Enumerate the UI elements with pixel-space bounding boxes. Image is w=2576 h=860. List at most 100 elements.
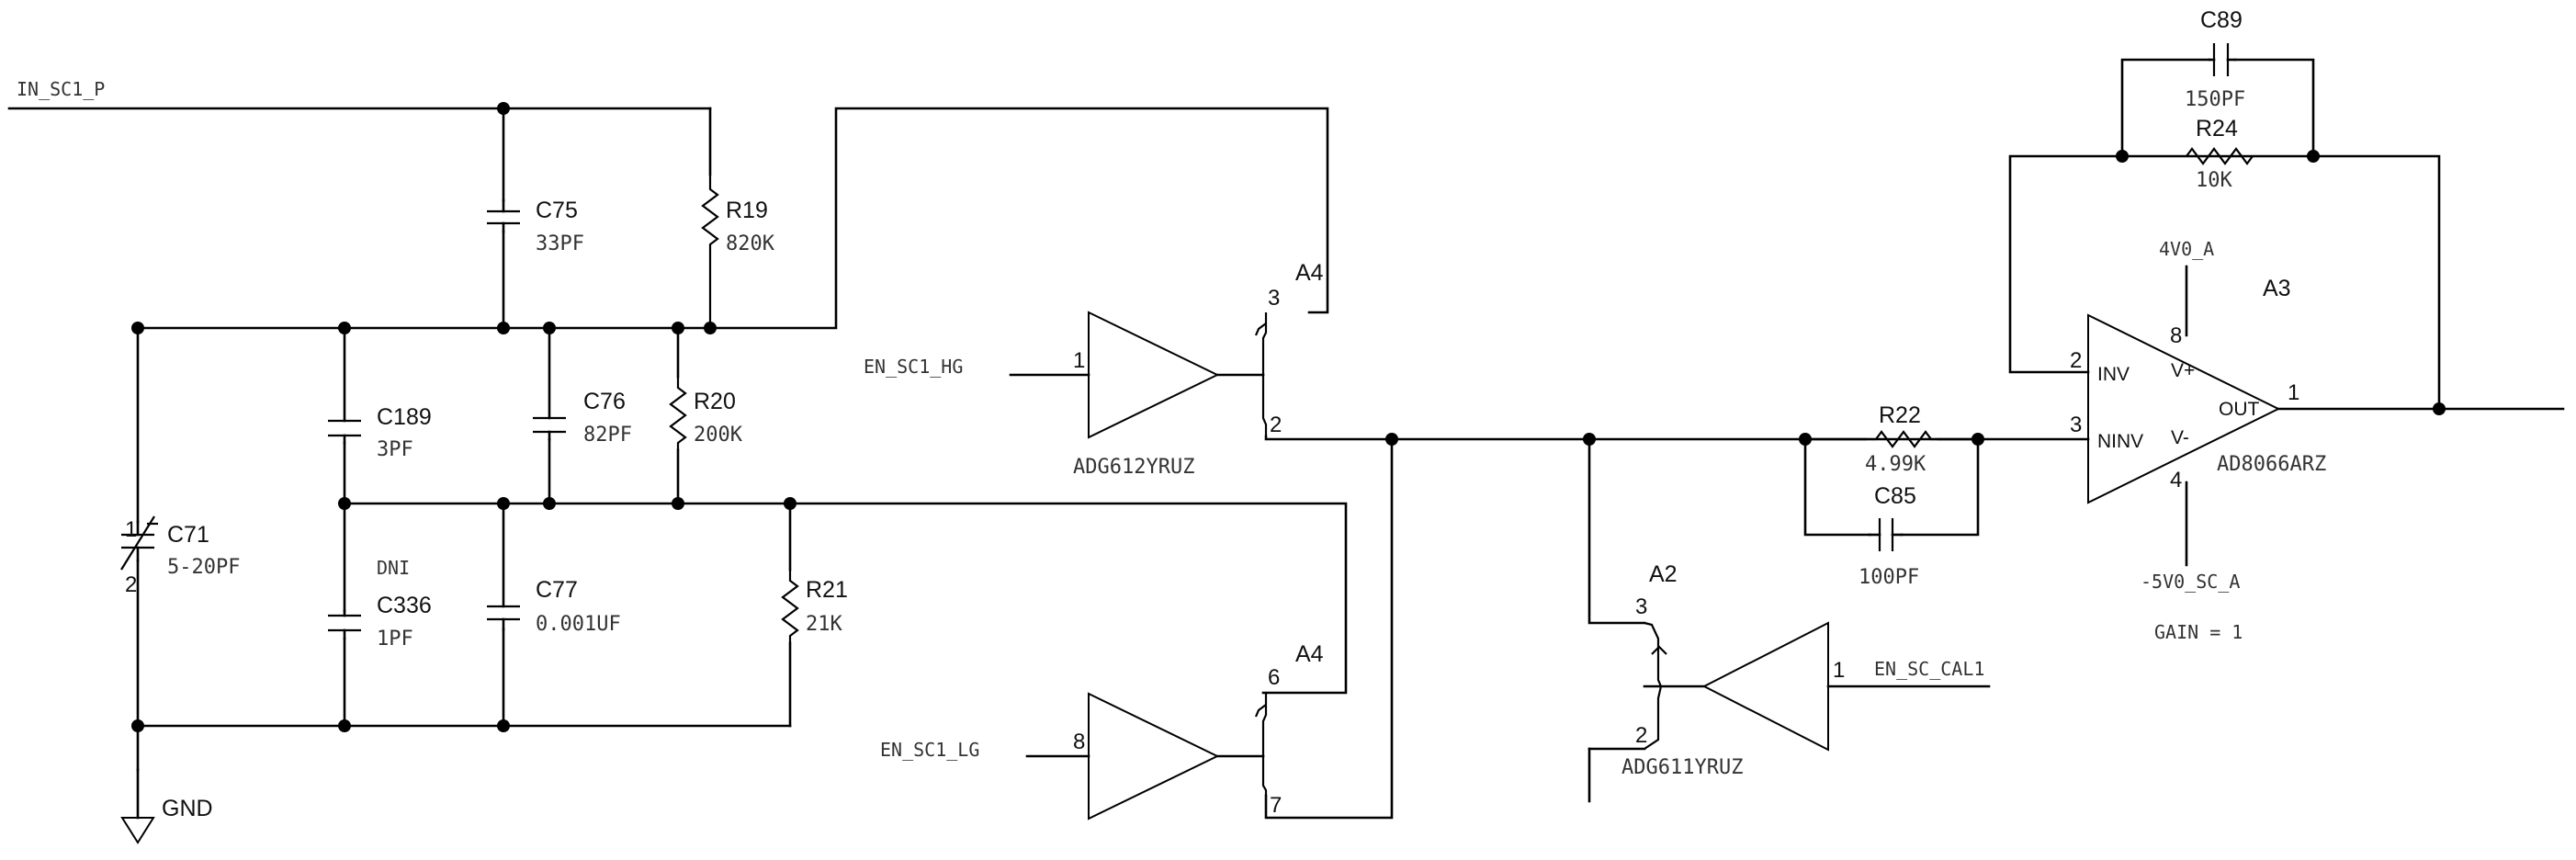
junction-dot <box>131 322 144 334</box>
resistor-r22: R22 4.99K <box>1865 402 1938 476</box>
gnd-label: GND <box>162 796 213 821</box>
junction-dot <box>784 497 797 510</box>
opamp-label-vpos: V+ <box>2171 360 2195 381</box>
c85-ref: C85 <box>1874 483 1916 509</box>
opamp-vpos-net: 4V0_A <box>2159 238 2214 260</box>
c71-pin2: 2 <box>125 572 137 597</box>
junction-dot <box>672 322 684 334</box>
junction-dot <box>543 497 556 510</box>
junction-dot <box>672 497 684 510</box>
analog-switch-a4-lg: EN_SC1_LG 8 6 7 A4 <box>880 641 1324 820</box>
junction-dot <box>1385 433 1398 446</box>
net-label-in-sc1-p: IN_SC1_P <box>17 78 105 100</box>
r19-value: 820K <box>726 232 775 255</box>
junctions <box>131 102 2446 732</box>
junction-dot <box>1583 433 1596 446</box>
opamp-pin-inv: 2 <box>2070 348 2082 373</box>
a4-hg-part: ADG612YRUZ <box>1073 456 1194 479</box>
opamp-label-out: OUT <box>2219 399 2260 420</box>
c71-pin1: 1 <box>125 517 137 542</box>
junction-dot <box>2116 150 2129 163</box>
a4-hg-pin-a: 3 <box>1268 286 1280 311</box>
a2-pin-b: 2 <box>1635 723 1647 748</box>
capacitor-c336: DNI C336 1PF <box>328 557 432 651</box>
capacitor-c189: C189 3PF <box>328 404 432 461</box>
c77-value: 0.001UF <box>536 613 621 636</box>
opamp-gain: GAIN = 1 <box>2154 621 2243 643</box>
r24-value: 10K <box>2196 169 2232 192</box>
junction-dot <box>1972 433 1984 446</box>
junction-dot <box>497 102 510 115</box>
junction-dot <box>497 322 510 334</box>
r20-value: 200K <box>694 424 743 447</box>
junction-dot <box>497 719 510 732</box>
c71-value: 5-20PF <box>167 556 240 579</box>
opamp-pin-ninv: 3 <box>2070 413 2082 437</box>
capacitor-c76: C76 82PF <box>533 389 632 447</box>
junction-dot <box>2433 402 2446 415</box>
c75-value: 33PF <box>536 232 584 255</box>
c77-ref: C77 <box>536 577 578 603</box>
r22-value: 4.99K <box>1865 453 1926 476</box>
r19-ref: R19 <box>726 198 768 223</box>
r22-ref: R22 <box>1879 402 1921 428</box>
opamp-label-ninv: NINV <box>2097 431 2143 452</box>
opamp-vneg-net: -5V0_SC_A <box>2141 571 2240 593</box>
c336-ref: C336 <box>377 593 432 618</box>
analog-switch-a2: A2 3 2 1 EN_SC_CAL1 ADG611YRUZ <box>1621 561 1984 779</box>
a2-net: EN_SC_CAL1 <box>1874 658 1984 680</box>
opamp-a3: 4V0_A -5V0_SC_A A3 AD8066ARZ GAIN = 1 2 … <box>2070 238 2326 643</box>
trimmer-capacitor-c71: 1 2 C71 5-20PF <box>120 515 240 597</box>
capacitor-c77: C77 0.001UF <box>487 577 621 636</box>
junction-dot <box>131 719 144 732</box>
a2-part: ADG611YRUZ <box>1621 756 1743 779</box>
junction-dot <box>543 322 556 334</box>
capacitor-c85: C85 100PF <box>1859 483 1919 589</box>
opamp-pin-vpos: 8 <box>2170 323 2182 348</box>
capacitor-c75: C75 33PF <box>487 198 584 255</box>
c85-value: 100PF <box>1859 566 1919 589</box>
c71-ref: C71 <box>167 522 209 548</box>
r21-ref: R21 <box>806 577 848 603</box>
junction-dot <box>338 322 351 334</box>
a4-lg-pin-b: 7 <box>1270 793 1282 818</box>
a2-pin-in: 1 <box>1833 658 1845 683</box>
c76-value: 82PF <box>583 424 632 447</box>
c189-value: 3PF <box>377 438 413 461</box>
resistor-r24: R24 10K <box>2186 116 2254 192</box>
c89-value: 150PF <box>2185 88 2245 111</box>
junction-dot <box>1799 433 1812 446</box>
junction-dot <box>2307 150 2320 163</box>
a4-lg-net: EN_SC1_LG <box>880 739 979 761</box>
r20-ref: R20 <box>694 389 736 414</box>
opamp-label-inv: INV <box>2097 364 2130 385</box>
c336-dni-note: DNI <box>377 557 410 579</box>
c336-value: 1PF <box>377 628 413 651</box>
junction-dot <box>497 497 510 510</box>
a4-lg-pin-in: 8 <box>1073 730 1085 754</box>
a2-ref: A2 <box>1649 561 1678 587</box>
wires <box>7 58 2565 820</box>
opamp-part: AD8066ARZ <box>2217 453 2326 476</box>
capacitor-c89: C89 150PF <box>2185 7 2245 111</box>
r24-ref: R24 <box>2196 116 2238 141</box>
analog-switch-a4-hg: EN_SC1_HG 1 3 2 A4 ADG612YRUZ <box>864 260 1324 479</box>
r21-value: 21K <box>806 613 842 636</box>
a4-lg-pin-a: 6 <box>1268 665 1280 690</box>
a4-hg-ref: A4 <box>1295 260 1324 286</box>
c75-ref: C75 <box>536 198 578 223</box>
junction-dot <box>338 719 351 732</box>
resistor-r20: R20 200K <box>669 377 743 450</box>
a4-hg-pin-in: 1 <box>1073 348 1085 373</box>
a4-hg-net: EN_SC1_HG <box>864 356 963 378</box>
a4-hg-pin-b: 2 <box>1270 413 1282 437</box>
opamp-label-vneg: V- <box>2171 427 2189 448</box>
c76-ref: C76 <box>583 389 626 414</box>
resistor-r19: R19 820K <box>701 175 775 328</box>
c189-ref: C189 <box>377 404 432 430</box>
resistor-r21: R21 21K <box>781 570 848 643</box>
a4-lg-ref: A4 <box>1295 641 1324 667</box>
opamp-pin-out: 1 <box>2288 380 2299 405</box>
ground-symbol: GND <box>120 796 213 844</box>
